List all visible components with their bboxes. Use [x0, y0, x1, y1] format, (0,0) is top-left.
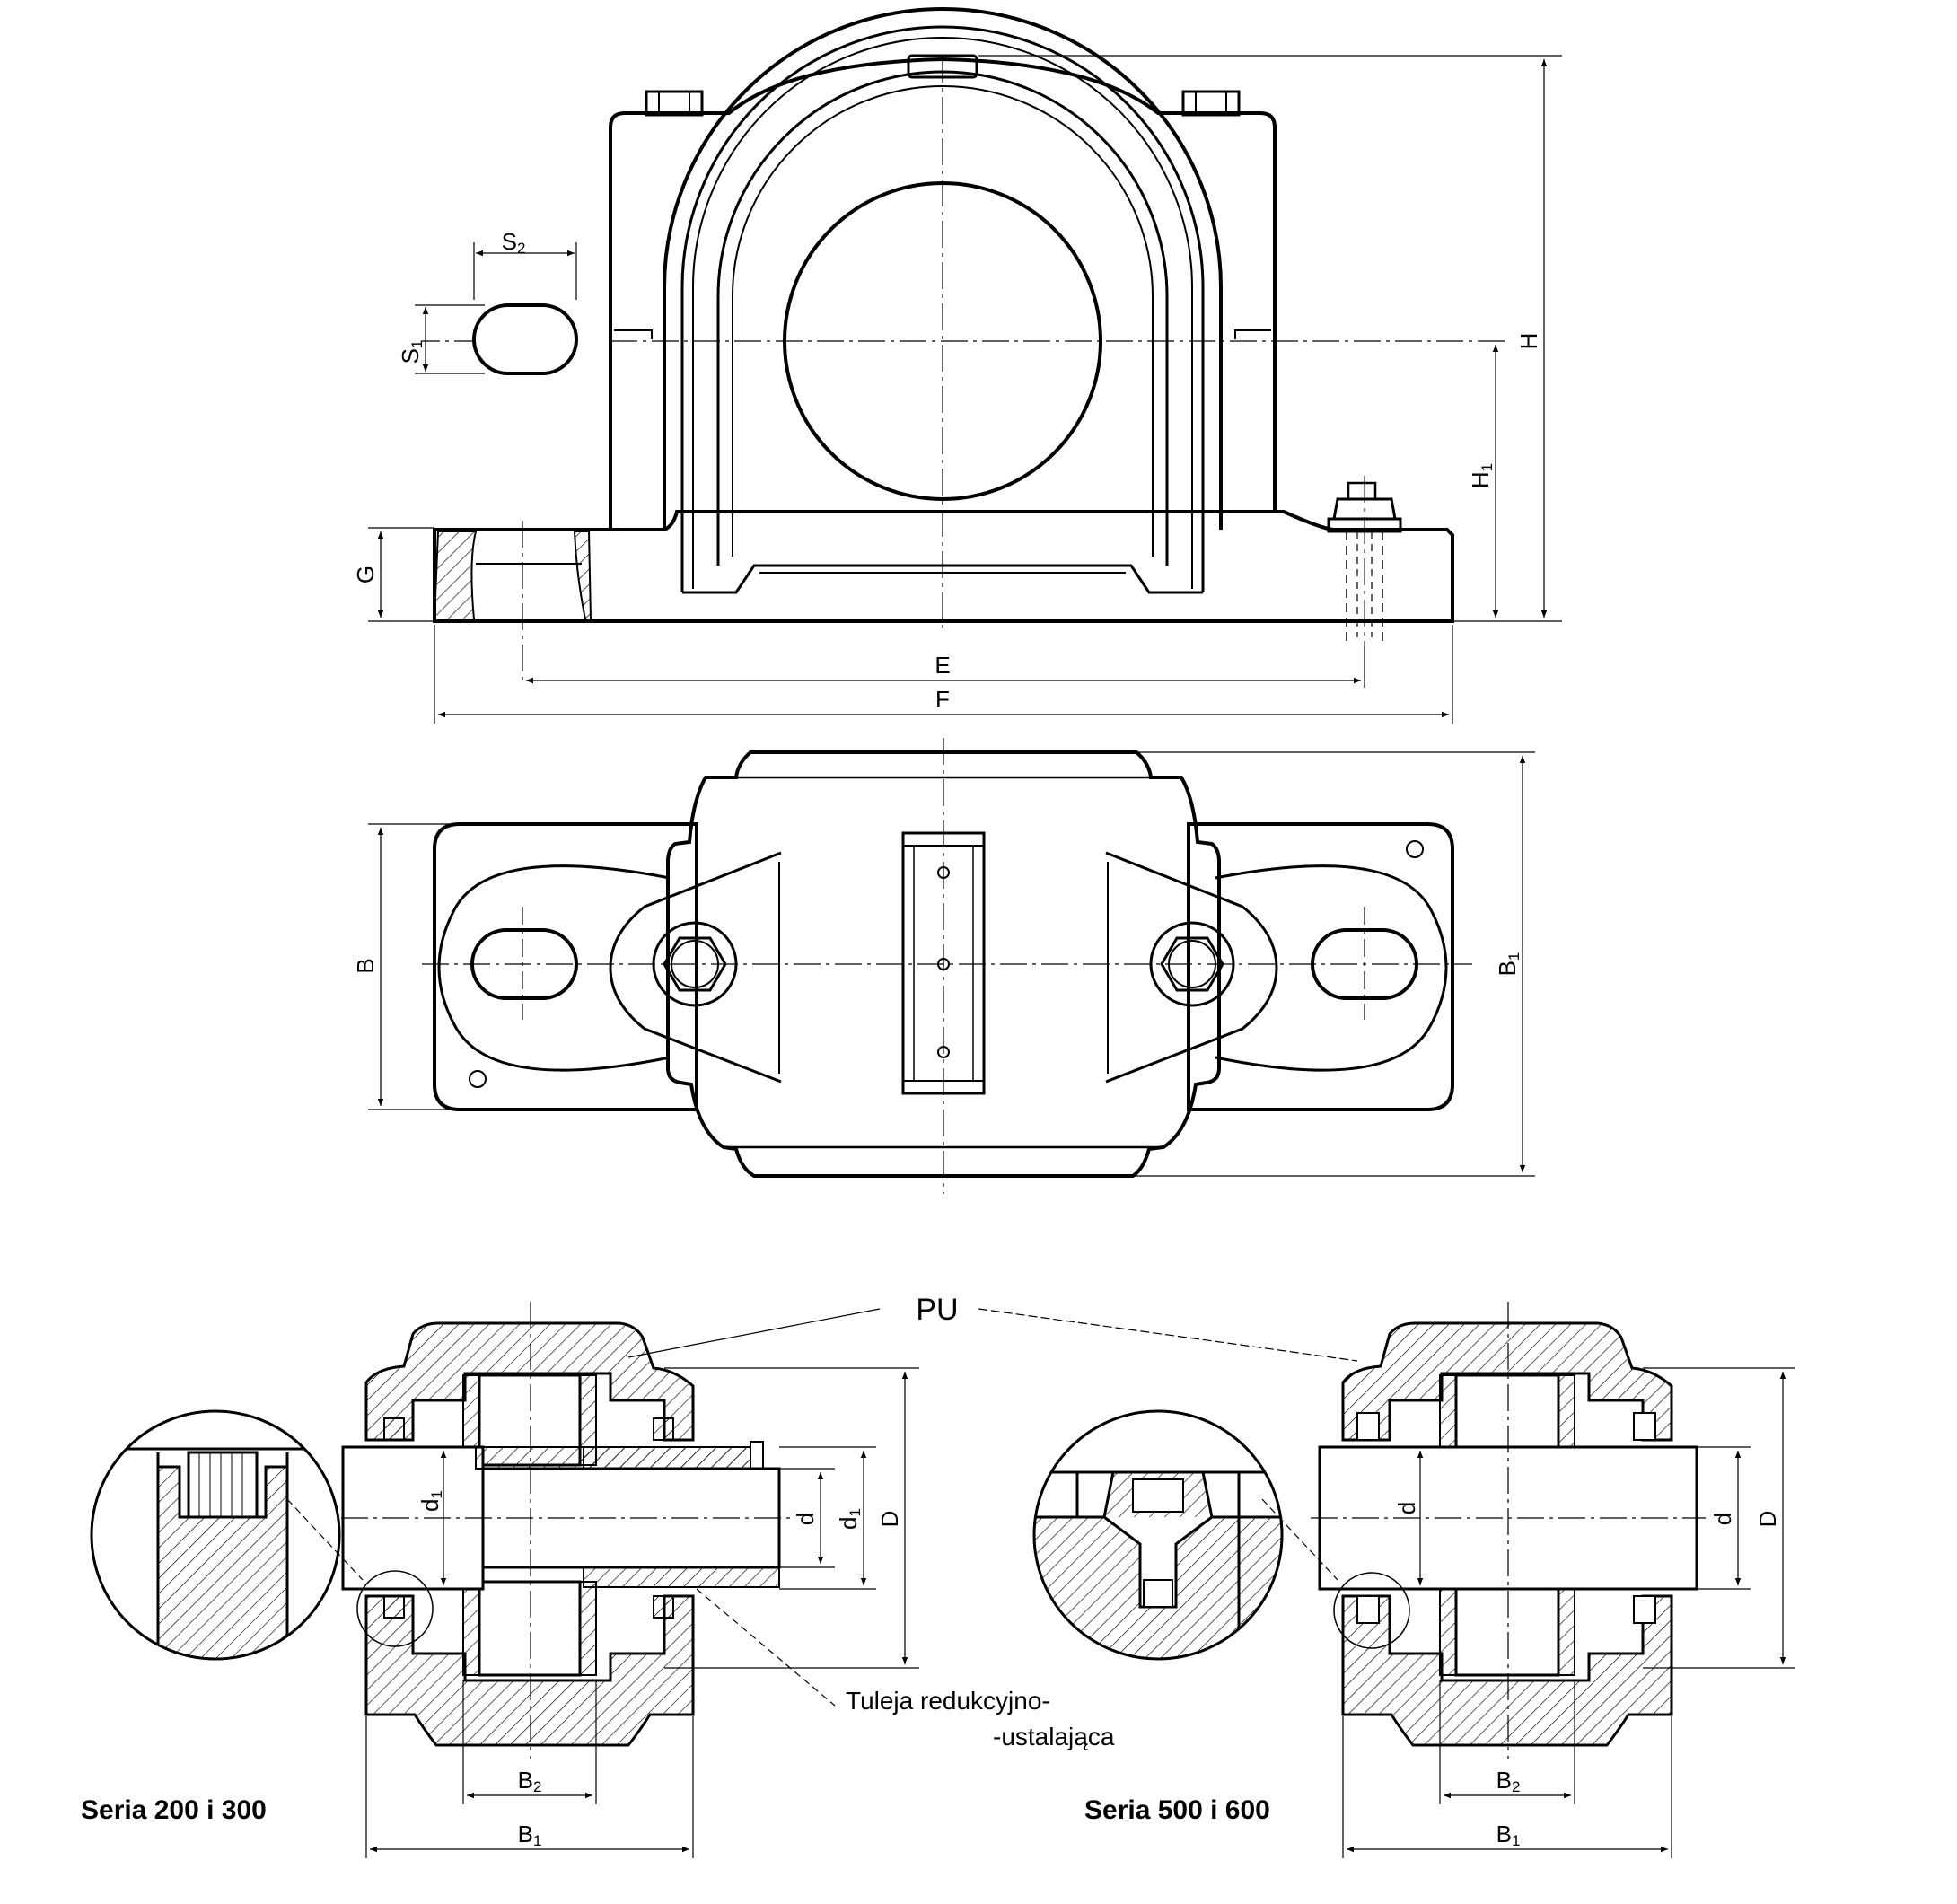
- pu-label: PU: [916, 1293, 958, 1327]
- dim-H-label: H: [1515, 333, 1542, 350]
- top-bolt-left: [645, 90, 704, 117]
- front-base: [433, 510, 1454, 623]
- left-roller-bottom: [478, 1580, 582, 1677]
- dim-S1-label: S1: [397, 340, 426, 364]
- section-left: d1 d d1 D B2 B1: [341, 1302, 919, 1858]
- anchor-bolt: [1327, 476, 1402, 646]
- detail-bubble-left: [90, 1409, 364, 1661]
- dim-d-left-label: d: [792, 1513, 819, 1525]
- s-slot: [472, 303, 578, 375]
- left-upper-housing: [364, 1321, 695, 1442]
- dim-D-right-label: D: [1754, 1511, 1781, 1528]
- dim-B2-left-label: B2: [518, 1767, 542, 1795]
- dim-S2-label: S2: [502, 228, 526, 257]
- front-view: S2 S1 H H1 G E F: [352, 7, 1562, 724]
- detail-bubble-right: [1032, 1409, 1338, 1661]
- section-right: d d D B2 B1: [978, 1302, 1795, 1858]
- plan-base: [433, 822, 698, 1111]
- dim-B1-right-label: B1: [1496, 1821, 1521, 1849]
- right-upper-housing: [1341, 1321, 1673, 1442]
- dim-G-label: G: [352, 566, 379, 583]
- sleeve-label-line1: Tuleja redukcyjno-: [846, 1687, 1050, 1715]
- dim-B1-left-label: B1: [518, 1821, 542, 1849]
- series-left-label: Seria 200 i 300: [81, 1795, 267, 1825]
- dim-B2-right-label: B2: [1496, 1767, 1521, 1795]
- dim-d1-left-label: d1: [417, 1490, 445, 1512]
- plan-view: B B1: [352, 738, 1535, 1194]
- dim-D-left-label: D: [876, 1511, 903, 1528]
- dim-H1-label: H1: [1467, 463, 1496, 488]
- dim-B1-plan-label: B1: [1494, 952, 1523, 977]
- left-lower-housing: [364, 1594, 695, 1747]
- top-bolt-right: [1181, 90, 1241, 117]
- dim-E-label: E: [935, 652, 950, 679]
- series-right-label: Seria 500 i 600: [1084, 1795, 1270, 1825]
- sleeve-label-line2: -ustalająca: [993, 1723, 1115, 1750]
- dim-d-right-label: d: [1709, 1513, 1736, 1525]
- left-foot-section: [433, 531, 478, 620]
- dim-d-right-inner-label: d: [1393, 1502, 1420, 1514]
- dim-B-label: B: [352, 958, 379, 973]
- dim-d1-left-outer-label: d1: [835, 1508, 864, 1530]
- right-lower-housing: [1341, 1594, 1673, 1747]
- dim-F-label: F: [935, 686, 950, 713]
